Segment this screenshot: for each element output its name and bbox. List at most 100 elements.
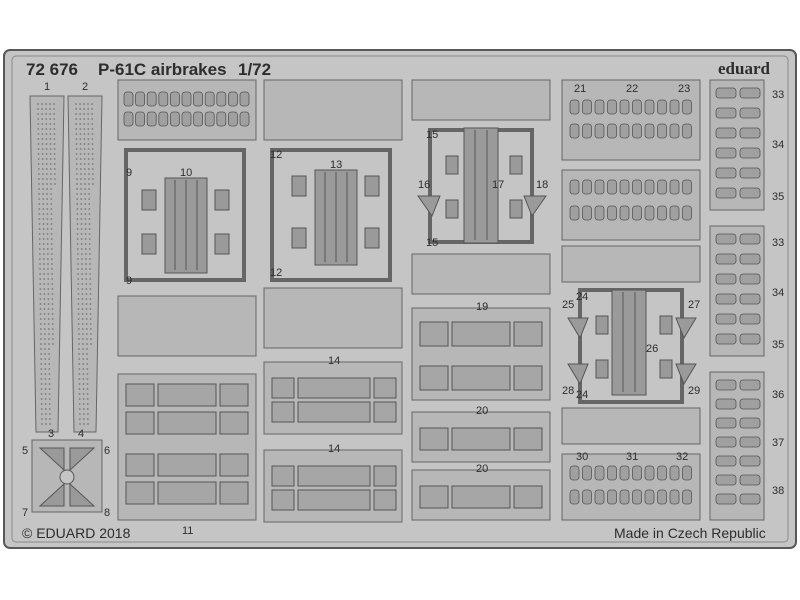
perforation-hole <box>76 178 78 180</box>
slot <box>135 91 146 107</box>
perforation-hole <box>88 228 91 230</box>
slot <box>682 205 692 221</box>
perforation-hole <box>40 358 43 360</box>
perforation-hole <box>86 368 89 370</box>
slot <box>569 465 580 481</box>
perforation-hole <box>38 208 41 210</box>
perforation-hole <box>53 163 56 165</box>
perforation-hole <box>88 223 91 225</box>
perforation-hole <box>53 158 56 160</box>
perforation-hole <box>45 123 48 125</box>
perforation-hole <box>83 123 86 125</box>
perforation-hole <box>84 178 86 180</box>
perforation-hole <box>83 163 86 165</box>
perforation-hole <box>76 213 79 215</box>
perforation-hole <box>47 288 50 290</box>
perforation-hole <box>47 313 50 315</box>
perforation-hole <box>53 168 56 170</box>
perforation-hole <box>43 318 46 320</box>
perforation-hole <box>42 183 44 185</box>
slot <box>594 99 605 115</box>
perforation-hole <box>49 418 51 420</box>
perforation-hole <box>75 138 78 140</box>
perforation-hole <box>89 278 92 280</box>
perforation-hole <box>83 153 86 155</box>
perforation-hole <box>91 168 94 170</box>
slot <box>739 398 761 410</box>
perforation-hole <box>40 338 42 340</box>
perforation-hole <box>43 278 46 280</box>
perforation-hole <box>82 348 84 350</box>
perforation-hole <box>46 188 48 190</box>
perforation-hole <box>45 138 48 140</box>
perforation-hole <box>44 353 46 355</box>
part-12-13-frame <box>263 79 403 349</box>
perforation-hole <box>85 288 88 290</box>
part-number-label: 22 <box>626 83 638 95</box>
perforation-hole <box>54 183 56 185</box>
perforation-hole <box>80 238 83 240</box>
slot <box>657 465 667 481</box>
perforation-hole <box>45 113 47 115</box>
slot <box>569 123 580 139</box>
perforation-hole <box>86 398 89 400</box>
perforation-hole <box>81 293 84 295</box>
perforation-hole <box>37 108 39 110</box>
perforation-hole <box>44 408 47 410</box>
brand-logo: eduard <box>718 59 771 78</box>
perforation-hole <box>40 378 43 380</box>
perforation-hole <box>89 283 92 285</box>
perforation-hole <box>87 128 90 130</box>
perforation-hole <box>42 213 45 215</box>
perforation-hole <box>39 323 42 325</box>
perforation-hole <box>77 253 79 255</box>
perforation-hole <box>43 308 46 310</box>
part-number-label: 23 <box>678 83 690 95</box>
slot <box>715 417 737 429</box>
perforation-hole <box>79 103 81 105</box>
slot <box>669 179 680 195</box>
perforation-hole <box>85 323 88 325</box>
perforation-hole <box>84 238 87 240</box>
perforation-hole <box>86 373 89 375</box>
perforation-hole <box>82 383 85 385</box>
perforation-hole <box>83 108 85 110</box>
perforation-hole <box>45 118 48 120</box>
perforation-hole <box>86 403 89 405</box>
perforation-hole <box>46 218 49 220</box>
part-number-label: 26 <box>646 343 658 355</box>
part-number-label: 5 <box>22 445 28 457</box>
perforation-hole <box>50 183 52 185</box>
perforation-hole <box>76 208 79 210</box>
perforation-hole <box>51 273 53 275</box>
perforation-hole <box>38 238 41 240</box>
perforation-hole <box>50 178 52 180</box>
perforation-hole <box>82 408 85 410</box>
slot <box>739 379 761 391</box>
perforation-hole <box>86 348 88 350</box>
perforation-hole <box>85 318 88 320</box>
perforation-hole <box>52 338 54 340</box>
perforation-hole <box>88 218 91 220</box>
perforation-hole <box>49 153 52 155</box>
slot <box>594 179 605 195</box>
perforation-hole <box>41 103 43 105</box>
perforation-hole <box>40 403 43 405</box>
perforation-hole <box>50 173 52 175</box>
perforation-hole <box>39 328 42 330</box>
perforation-hole <box>41 123 44 125</box>
perforation-hole <box>80 243 83 245</box>
perforation-hole <box>82 353 84 355</box>
perforation-hole <box>83 168 86 170</box>
perforation-hole <box>87 123 90 125</box>
perforation-hole <box>46 193 48 195</box>
perforation-hole <box>51 288 54 290</box>
perforation-hole <box>47 298 50 300</box>
perforation-hole <box>90 333 92 335</box>
slot <box>632 465 642 481</box>
perforation-hole <box>85 258 87 260</box>
perforation-hole <box>84 248 87 250</box>
made-in-text: Made in Czech Republic <box>614 525 766 541</box>
perforation-hole <box>82 378 85 380</box>
perforation-hole <box>83 103 85 105</box>
